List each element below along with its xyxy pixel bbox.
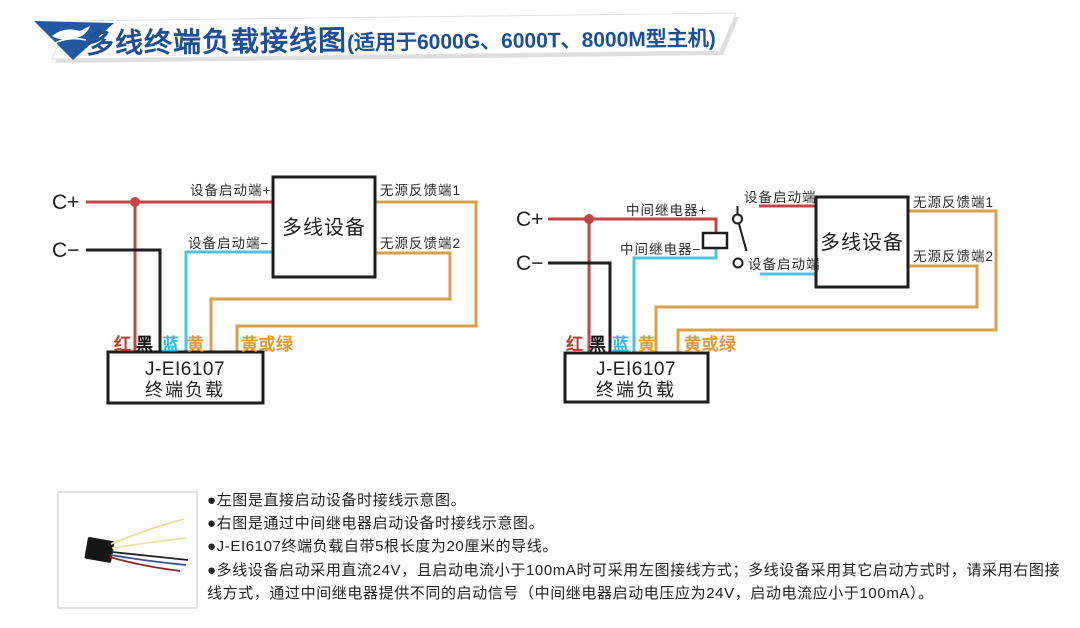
right-wire-black: [548, 261, 612, 353]
title-band-bg: [51, 12, 737, 60]
right-wire-label-blue: 蓝: [612, 335, 630, 354]
right-wire-label-red: 红: [566, 334, 584, 354]
left-junction-dot: [130, 197, 140, 207]
right-feedback1-label: 无源反馈端1: [913, 195, 994, 210]
relay-coil: [701, 231, 729, 250]
diagram-right: 多线设备 J-EI6107 终端负载 C+ C− 中间继电器+ 中间继电器− 设…: [516, 189, 998, 404]
right-wire-feedback1: [676, 209, 998, 353]
right-wire-label-yellow: 黄: [638, 334, 656, 354]
note-line: ●右图是通过中间继电器启动设备时接线示意图。: [207, 515, 545, 533]
left-load-model: J-EI6107: [145, 359, 225, 380]
page-title-sub: (适用于6000G、6000T、8000M型主机): [346, 27, 716, 55]
left-wire-label-black: 黑: [136, 335, 154, 354]
right-wire-blue: [632, 248, 718, 353]
right-start-top-label: 设备启动端: [744, 189, 817, 205]
right-wire-feedback2: [654, 264, 979, 353]
left-wire-label-blue: 蓝: [162, 335, 180, 354]
right-c-minus-label: C−: [516, 252, 543, 275]
right-load-box: [563, 351, 710, 404]
right-load-name: 终端负载: [596, 380, 676, 400]
relay-plus-label: 中间继电器+: [626, 203, 707, 218]
note-line: ●左图是直接启动设备时接线示意图。: [207, 492, 467, 509]
right-c-plus-label: C+: [516, 208, 543, 231]
page-title-main: 多线终端负载接线图: [85, 24, 348, 59]
product-photo: [57, 491, 198, 609]
left-device-label: 多线设备: [282, 216, 366, 239]
note-line: ●多线设备启动采用直流24V，且启动电流小于100mA时可采用左图接线方式；多线…: [207, 561, 1061, 602]
photo-wire-yellow-1: [110, 518, 185, 545]
switch-lever: [738, 223, 748, 252]
left-device-box: [271, 175, 377, 279]
right-start-bottom-label: 设备启动端: [748, 256, 821, 272]
left-wire-label-red: 红: [114, 334, 132, 354]
right-wire-label-yellow-green: 黄或绿: [684, 334, 737, 354]
switch-contact-top: [732, 213, 743, 225]
logo-dragon-icon: [52, 26, 90, 40]
right-junction-dot: [584, 214, 594, 224]
left-feedback2-label: 无源反馈端2: [380, 236, 461, 251]
left-load-name: 终端负载: [145, 380, 225, 400]
left-start-plus-label: 设备启动端+: [190, 182, 271, 198]
right-load-model: J-EI6107: [596, 359, 676, 380]
right-wire-label-black: 黑: [589, 335, 607, 354]
page-title: 多线终端负载接线图(适用于6000G、6000T、8000M型主机): [86, 14, 716, 62]
left-wire-label-yellow-green: 黄或绿: [241, 334, 294, 354]
left-wire-blue: [184, 250, 273, 352]
notes-list: ●左图是直接启动设备时接线示意图。 ●右图是通过中间继电器启动设备时接线示意图。…: [207, 489, 1065, 605]
title-band: [34, 12, 739, 63]
left-load-box: [106, 350, 265, 405]
terminal-load-block: [84, 537, 115, 563]
photo-wire-black: [111, 551, 189, 561]
left-feedback1-label: 无源反馈端1: [380, 183, 461, 198]
left-wire-feedback2: [209, 251, 452, 352]
right-device-label: 多线设备: [820, 231, 904, 254]
right-wire-c-plus: [548, 217, 718, 233]
left-c-minus-label: C−: [52, 239, 79, 262]
diagram-left: 多线设备 J-EI6107 终端负载 C+ C− 设备启动端+ 设备启动端− 无…: [52, 175, 478, 405]
photo-wire-red: [109, 556, 181, 572]
logo-dragon-stroke: [54, 37, 87, 44]
right-device-box: [814, 195, 910, 289]
block-body: [84, 537, 115, 563]
left-wire-black: [86, 248, 162, 352]
logo-triangle: [34, 21, 114, 60]
photo-wire-blue: [110, 554, 187, 566]
photo-frame: [57, 491, 198, 609]
switch-contact-bottom: [732, 257, 744, 269]
left-wire-feedback1: [235, 200, 478, 352]
left-c-plus-label: C+: [52, 191, 79, 214]
photo-wire-yellow-2: [111, 537, 188, 549]
left-start-minus-label: 设备启动端−: [188, 235, 269, 251]
relay-minus-label: 中间继电器−: [620, 242, 701, 257]
left-wire-label-yellow: 黄: [187, 334, 205, 354]
right-feedback2-label: 无源反馈端2: [913, 249, 994, 264]
note-line: ●J-EI6107终端负载自带5根长度为20厘米的导线。: [207, 538, 558, 556]
